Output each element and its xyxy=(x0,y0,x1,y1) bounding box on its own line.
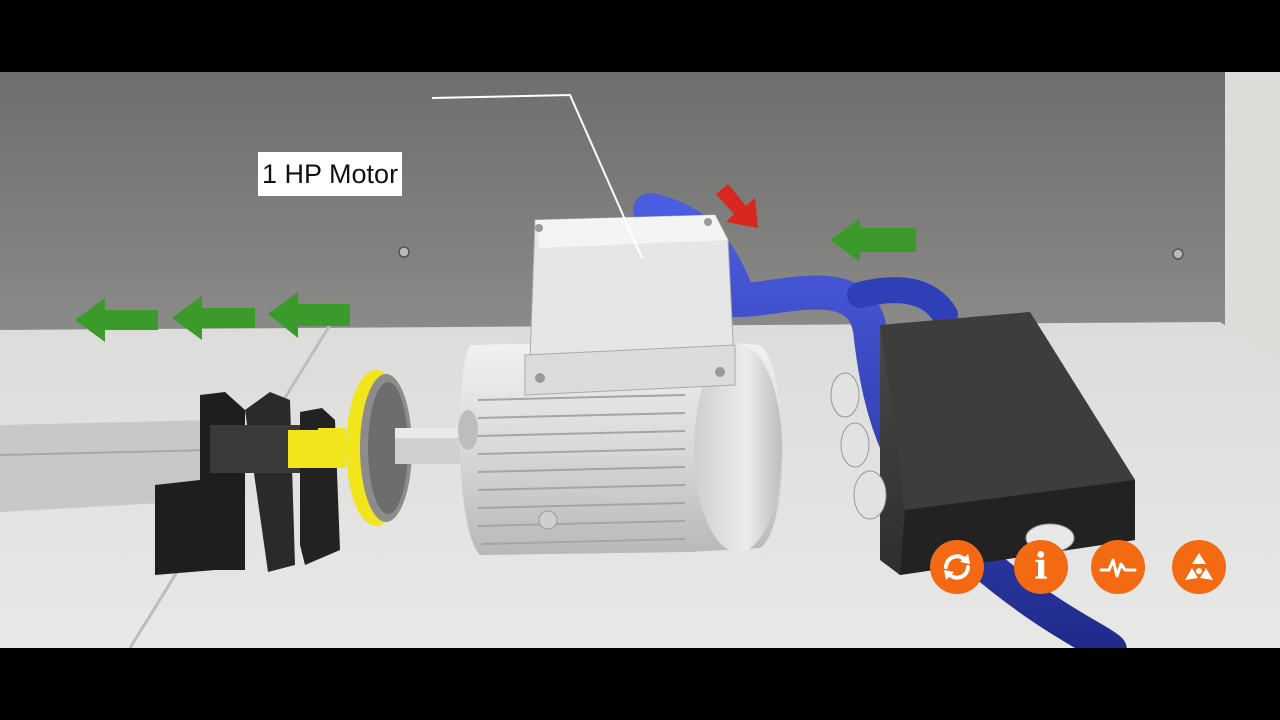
flow-arrow-2 xyxy=(172,296,255,340)
motor-scene xyxy=(0,72,1280,648)
ar-viewport[interactable]: 1 HP Motor xyxy=(0,72,1280,648)
side-wall xyxy=(1225,72,1280,360)
letterbox-top xyxy=(0,0,1280,72)
wall-bolt-right xyxy=(1172,248,1184,260)
flow-arrows xyxy=(75,218,916,342)
callout-leader-line xyxy=(431,93,643,259)
waveform-icon xyxy=(1099,558,1137,578)
rotate-button[interactable] xyxy=(930,540,984,594)
coupling-hub xyxy=(288,430,318,468)
exploded-view-icon xyxy=(1185,553,1213,580)
flow-arrow-1 xyxy=(75,298,158,342)
info-button[interactable]: i xyxy=(1014,540,1068,594)
info-icon: i xyxy=(1034,546,1048,588)
motor-callout-label: 1 HP Motor xyxy=(258,152,403,196)
exploded-view-button[interactable] xyxy=(1172,540,1226,594)
wall-bolt-left xyxy=(398,246,410,258)
rotation-direction-arrow xyxy=(716,184,758,228)
waveform-button[interactable] xyxy=(1091,540,1145,594)
flow-arrow-4 xyxy=(830,218,916,262)
flow-arrow-3 xyxy=(268,292,350,338)
motor-endcap xyxy=(694,344,782,552)
rotate-icon xyxy=(944,554,970,580)
letterbox-bottom xyxy=(0,648,1280,720)
